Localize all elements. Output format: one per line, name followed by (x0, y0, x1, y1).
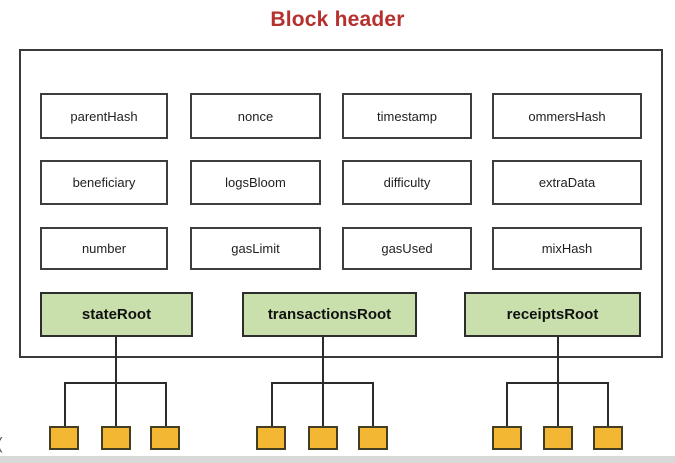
receiptsroot-box: receiptsRoot (464, 292, 641, 337)
field-gasused: gasUsed (342, 227, 472, 270)
transactionsroot-box: transactionsRoot (242, 292, 417, 337)
field-logsbloom: logsBloom (190, 160, 321, 205)
tree-branch-left (64, 382, 66, 426)
field-timestamp: timestamp (342, 93, 472, 139)
field-nonce: nonce (190, 93, 321, 139)
field-mixhash: mixHash (492, 227, 642, 270)
tree-stem (322, 337, 324, 426)
crop-artifact: ( (0, 434, 3, 454)
tree-stem (115, 337, 117, 426)
leaf-node (49, 426, 79, 450)
tree-branch-right (165, 382, 167, 426)
field-number: number (40, 227, 168, 270)
screenshot-bottom-edge (0, 456, 675, 463)
tree-crossbar (272, 382, 374, 384)
field-difficulty: difficulty (342, 160, 472, 205)
tree-crossbar (65, 382, 167, 384)
leaf-node (593, 426, 623, 450)
tree-crossbar (507, 382, 609, 384)
field-extradata: extraData (492, 160, 642, 205)
field-beneficiary: beneficiary (40, 160, 168, 205)
field-parenthash: parentHash (40, 93, 168, 139)
leaf-node (101, 426, 131, 450)
field-gaslimit: gasLimit (190, 227, 321, 270)
leaf-node (256, 426, 286, 450)
tree-branch-right (372, 382, 374, 426)
leaf-node (492, 426, 522, 450)
leaf-node (150, 426, 180, 450)
field-ommershash: ommersHash (492, 93, 642, 139)
tree-branch-right (607, 382, 609, 426)
leaf-node (358, 426, 388, 450)
page-title: Block header (270, 8, 405, 31)
tree-branch-left (271, 382, 273, 426)
stateroot-box: stateRoot (40, 292, 193, 337)
leaf-node (543, 426, 573, 450)
tree-branch-left (506, 382, 508, 426)
tree-stem (557, 337, 559, 426)
leaf-node (308, 426, 338, 450)
